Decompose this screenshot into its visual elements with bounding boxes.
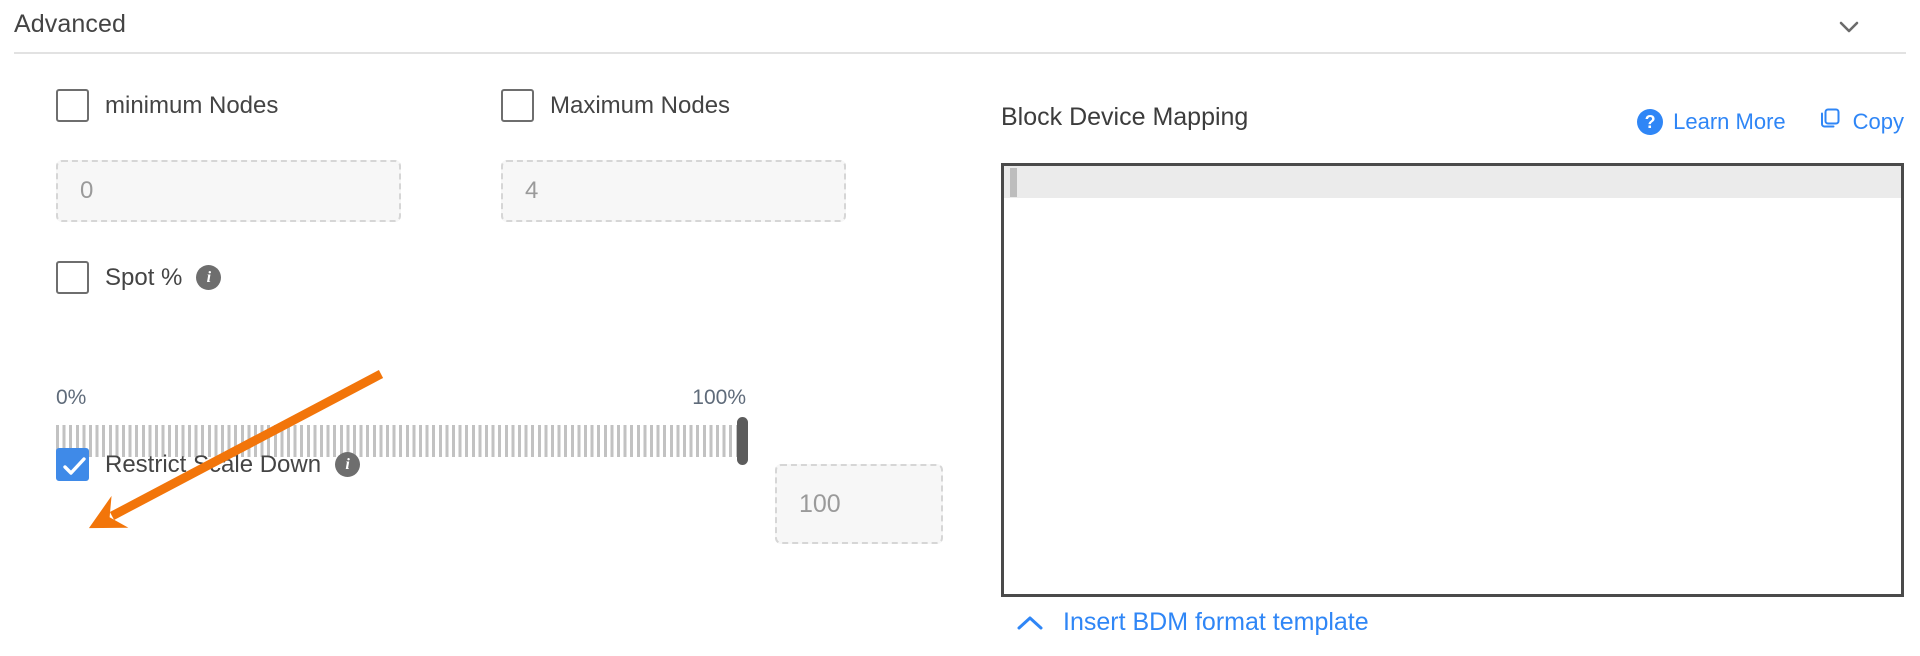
insert-bdm-template-label: Insert BDM format template (1063, 608, 1369, 636)
restrict-scale-down-label: Restrict Scale Down (105, 450, 322, 478)
copy-icon (1818, 106, 1843, 137)
slider-min-label: 0% (56, 386, 87, 409)
slider-max-label: 100% (692, 386, 746, 409)
spot-percent-input[interactable] (775, 464, 943, 544)
copy-label: Copy (1852, 108, 1904, 134)
spot-percent-checkbox[interactable] (56, 261, 89, 294)
restrict-scale-down-checkbox[interactable] (56, 448, 89, 481)
chevron-down-icon[interactable] (1834, 12, 1864, 42)
learn-more-link[interactable]: ? Learn More (1637, 108, 1786, 135)
restrict-scale-down-row: Restrict Scale Down i (56, 448, 361, 481)
learn-more-label: Learn More (1673, 108, 1786, 134)
page-title: Advanced (14, 10, 126, 38)
minimum-nodes-input[interactable] (56, 160, 401, 222)
maximum-nodes-input[interactable] (501, 160, 846, 222)
minimum-nodes-row: minimum Nodes (56, 89, 278, 122)
insert-bdm-template-link[interactable]: Insert BDM format template (1015, 608, 1369, 637)
info-icon[interactable]: i (335, 452, 361, 477)
spot-percent-label: Spot % (105, 263, 183, 291)
maximum-nodes-label: Maximum Nodes (550, 91, 731, 119)
slider-thumb[interactable] (737, 417, 748, 465)
minimum-nodes-checkbox[interactable] (56, 89, 89, 122)
minimum-nodes-label: minimum Nodes (105, 91, 279, 119)
copy-button[interactable]: Copy (1818, 106, 1904, 137)
maximum-nodes-row: Maximum Nodes (501, 89, 730, 122)
block-device-mapping-panel: Block Device Mapping ? Learn More Copy I… (1001, 53, 1920, 656)
block-device-mapping-title: Block Device Mapping (1001, 103, 1249, 131)
advanced-section-header: Advanced (0, 0, 1920, 54)
info-icon[interactable]: i (196, 265, 222, 290)
header-divider (14, 52, 1906, 54)
bdm-actions: ? Learn More Copy (1637, 106, 1904, 137)
editor-caret (1010, 168, 1017, 197)
advanced-left-column: minimum Nodes Maximum Nodes Spot % i 0% … (0, 53, 960, 656)
block-device-mapping-editor[interactable] (1001, 163, 1904, 597)
spot-percent-row: Spot % i (56, 261, 222, 294)
chevron-up-icon (1015, 613, 1045, 633)
editor-active-line (1004, 166, 1901, 198)
question-circle-icon: ? (1637, 108, 1664, 135)
maximum-nodes-checkbox[interactable] (501, 89, 534, 122)
